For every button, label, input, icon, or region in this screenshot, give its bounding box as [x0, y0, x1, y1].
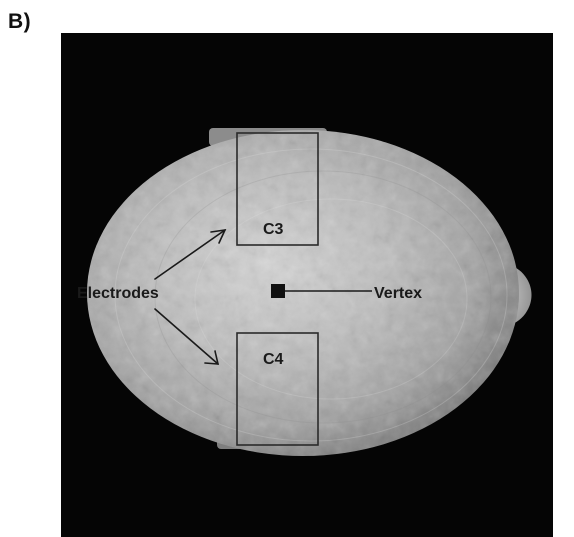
- skull-image: C3 C4 Electrodes Vertex: [61, 33, 553, 537]
- vertex-label: Vertex: [374, 285, 422, 302]
- c3-label: C3: [263, 221, 284, 238]
- panel-label: B): [8, 10, 31, 34]
- c4-label: C4: [263, 351, 284, 368]
- vertex-marker: [271, 284, 285, 298]
- skull-figure: C3 C4 Electrodes Vertex: [61, 33, 553, 537]
- electrodes-label: Electrodes: [77, 285, 159, 302]
